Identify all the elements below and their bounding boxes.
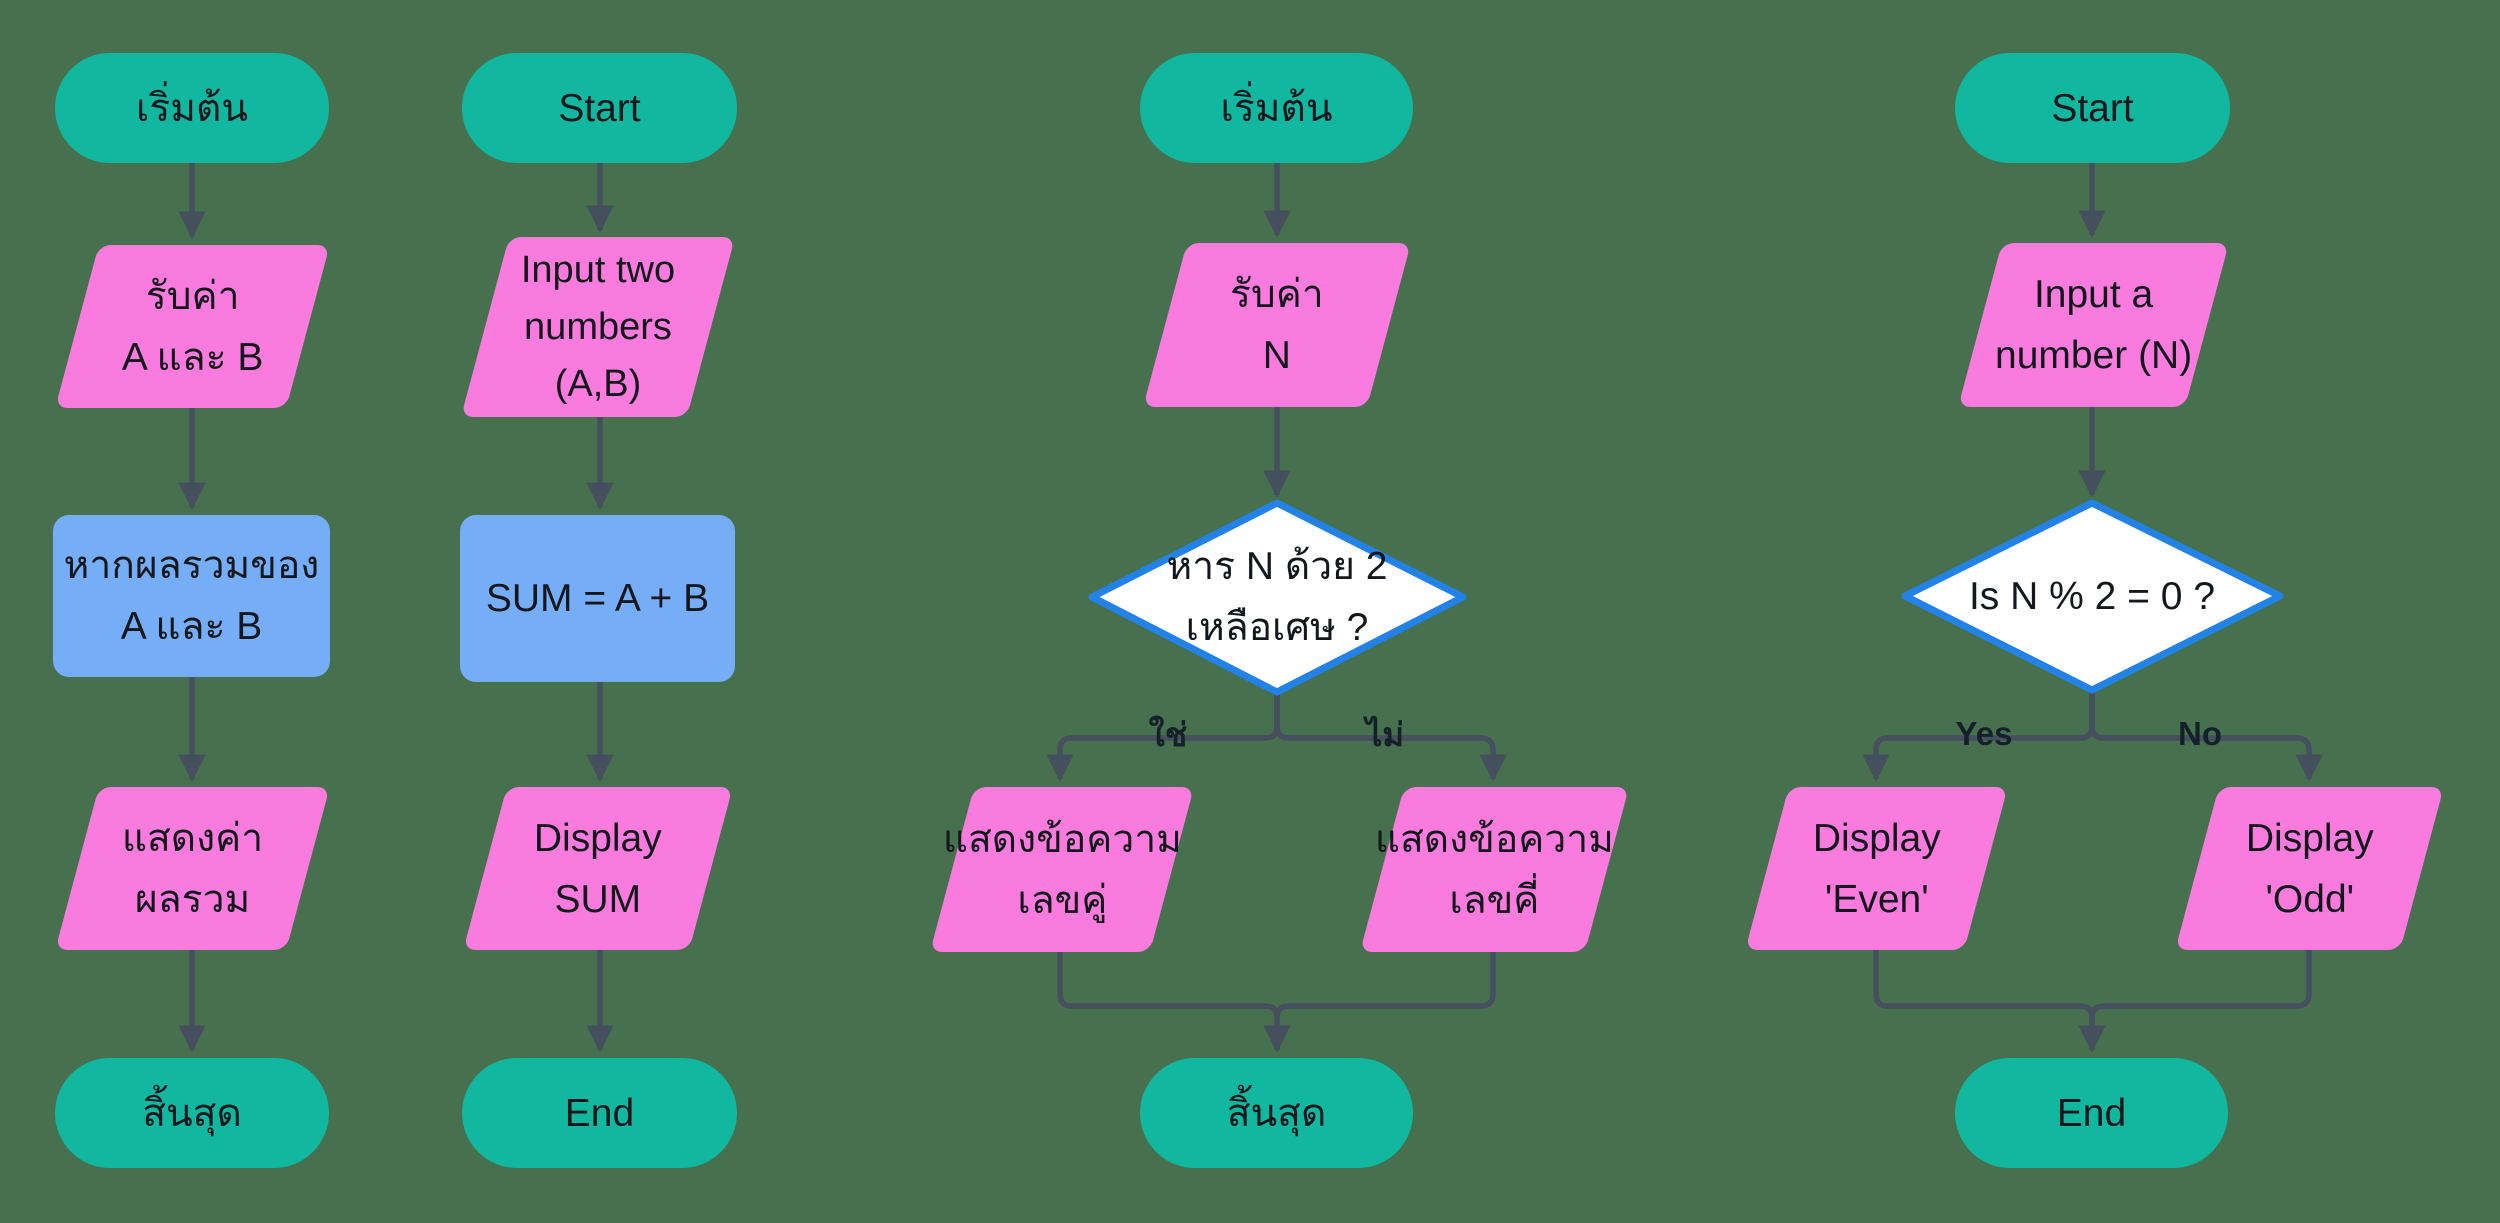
io-input-c3-line2: N [1262, 334, 1292, 377]
io-input-c1: รับค่า A และ B [55, 245, 330, 408]
branch-label-yes-c4-text: Yes [1955, 715, 2013, 752]
io-input-c2-text: Input two numbers (A,B) [521, 242, 675, 413]
io-output-c1-line1: แสดงค่า [121, 816, 264, 860]
io-output-c1-line2: ผลรวม [134, 877, 251, 921]
decision-diamond-thai [1088, 499, 1467, 696]
io-output-c2: Display SUM [463, 787, 733, 950]
connector-c4-yes-merge [1873, 950, 2095, 1019]
io-input-c2-line2: numbers [524, 305, 672, 348]
branch-label-no-c4: No [2150, 705, 2250, 763]
decision-text-c3-line2: เหลือเศษ ? [1185, 606, 1369, 649]
terminal-start-c1: เริ่มต้น [55, 53, 329, 163]
branch-label-yes-c3: ใช่ [1118, 705, 1218, 763]
io-output-even-c4: Display 'Even' [1745, 787, 2008, 950]
connector-c4-no-branch [2089, 690, 2323, 782]
io-output-odd-c4-line1: Display [2245, 816, 2374, 860]
io-input-c2-line1: Input two [520, 248, 676, 291]
io-input-c3-text: รับค่า N [1230, 264, 1324, 386]
io-input-c4-text: Input a number (N) [1995, 264, 2192, 386]
io-output-c1-text: แสดงค่า ผลรวม [122, 808, 263, 930]
branch-label-no-c4-text: No [2178, 715, 2222, 752]
io-input-c2: Input two numbers (A,B) [460, 237, 736, 417]
branch-label-yes-c4: Yes [1934, 705, 2034, 763]
decision-text-c3-line1: หาร N ด้วย 2 [1166, 545, 1388, 588]
io-input-c1-line2: A และ B [121, 335, 264, 379]
branch-label-no-c3: ไม่ [1335, 705, 1435, 763]
terminal-end-c1: สิ้นสุด [55, 1058, 329, 1168]
io-output-odd-c4-text: Display 'Odd' [2246, 808, 2374, 930]
terminal-end-c1-label: สิ้นสุด [142, 1091, 242, 1135]
io-output-c2-text: Display SUM [534, 808, 662, 930]
connector-c3-yes-merge [1057, 952, 1280, 1019]
io-output-c2-line1: Display [534, 816, 662, 860]
io-output-odd-c3-line1: แสดงข้อความ [1375, 817, 1614, 861]
terminal-end-c3-label: สิ้นสุด [1226, 1091, 1327, 1135]
io-output-c1: แสดงค่า ผลรวม [55, 787, 330, 950]
process-sum-c2-line1: SUM = A + B [485, 577, 710, 620]
branch-label-yes-c3-text: ใช่ [1148, 715, 1188, 753]
io-input-c3-line1: รับค่า [1230, 273, 1324, 316]
terminal-start-c4: Start [1955, 53, 2230, 163]
terminal-start-c2-label: Start [558, 86, 641, 130]
terminal-end-c3: สิ้นสุด [1140, 1058, 1413, 1168]
branch-label-no-c3-text: ไม่ [1365, 715, 1405, 753]
io-output-even-c3-text: แสดงข้อความ เลขคู่ [943, 809, 1182, 931]
io-output-even-c4-line2: 'Even' [1824, 877, 1929, 921]
process-sum-c1-line2: A และ B [120, 605, 263, 648]
io-output-odd-c3-text: แสดงข้อความ เลขคี่ [1375, 809, 1614, 931]
terminal-end-c4: End [1955, 1058, 2228, 1168]
decision-text-c3: หาร N ด้วย 2 เหลือเศษ ? [1117, 520, 1437, 674]
terminal-end-c4-label: End [2056, 1091, 2127, 1135]
io-output-even-c3-line1: แสดงข้อความ [942, 817, 1182, 861]
io-input-c1-line1: รับค่า [145, 274, 240, 318]
terminal-start-c4-label: Start [2051, 86, 2134, 130]
io-output-even-c3-line2: เลขคู่ [1017, 878, 1107, 922]
io-output-odd-c3: แสดงข้อความ เลขคี่ [1359, 787, 1630, 952]
io-output-even-c3: แสดงข้อความ เลขคู่ [929, 787, 1195, 952]
decision-text-c4-line1: Is N % 2 = 0 ? [1968, 574, 2216, 618]
terminal-end-c2: End [462, 1058, 737, 1168]
terminal-start-c2: Start [462, 53, 737, 163]
io-input-c4-line2: number (N) [1994, 334, 2193, 377]
io-input-c1-text: รับค่า A และ B [122, 266, 264, 388]
terminal-start-c3: เริ่มต้น [1140, 53, 1413, 163]
connector-c3-no-branch [1274, 692, 1507, 782]
process-sum-c1-line1: หากผลรวมของ [63, 544, 320, 587]
process-sum-c1: หากผลรวมของ A และ B [53, 515, 330, 677]
decision-diamond-english [1901, 499, 2284, 694]
terminal-start-c1-label: เริ่มต้น [136, 86, 248, 130]
connector-c4-no-merge [2089, 950, 2312, 1019]
io-output-odd-c3-line2: เลขคี่ [1449, 878, 1540, 922]
io-output-odd-c4: Display 'Odd' [2175, 787, 2444, 950]
connector-c3-no-merge [1274, 952, 1496, 1019]
io-output-odd-c4-line2: 'Odd' [2265, 877, 2354, 921]
terminal-end-c2-label: End [564, 1091, 635, 1135]
decision-text-c4: Is N % 2 = 0 ? [1932, 520, 2252, 672]
io-input-c4-line1: Input a [2033, 273, 2154, 316]
io-output-even-c4-line1: Display [1812, 816, 1941, 860]
io-input-c3: รับค่า N [1143, 243, 1411, 407]
terminal-start-c3-label: เริ่มต้น [1220, 86, 1333, 130]
process-sum-c2: SUM = A + B [460, 515, 735, 682]
io-output-even-c4-text: Display 'Even' [1813, 808, 1941, 930]
io-input-c2-line3: (A,B) [554, 362, 642, 405]
io-input-c4: Input a number (N) [1958, 243, 2229, 407]
io-output-c2-line2: SUM [554, 877, 642, 921]
